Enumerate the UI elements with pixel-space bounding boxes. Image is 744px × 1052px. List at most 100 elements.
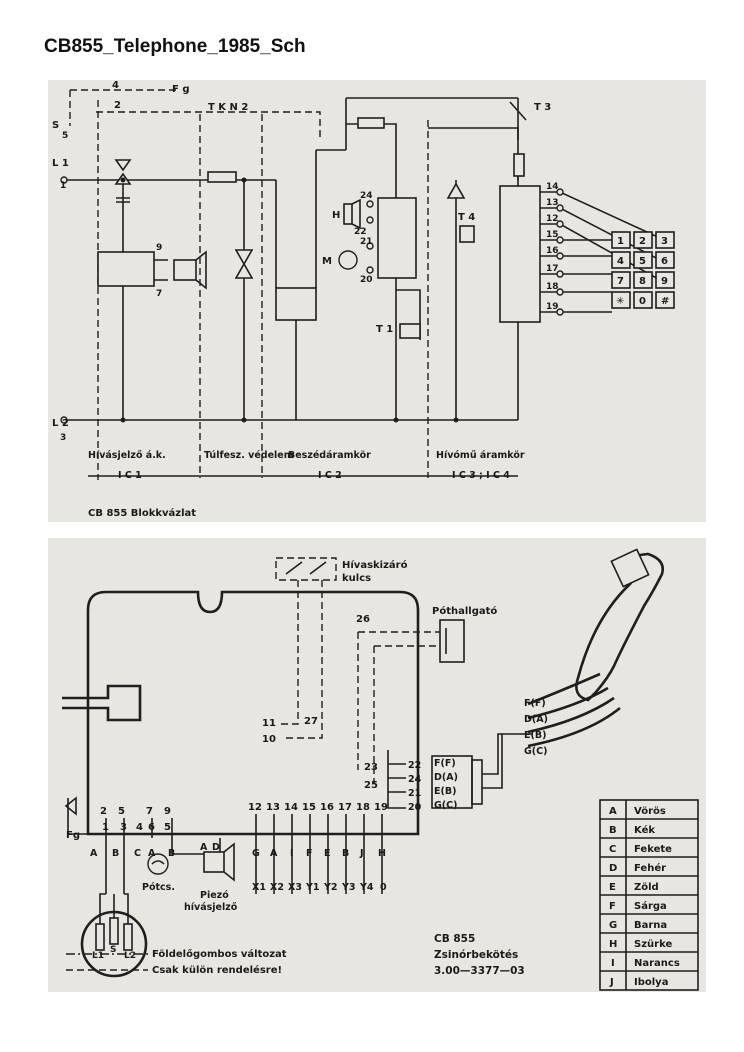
svg-text:A: A [148, 848, 156, 859]
section-tulfesz: Túlfesz. védelem [204, 450, 294, 461]
label-m: M [322, 256, 332, 267]
conn-letter-labels: F(F) D(A) E(B) G(C) [434, 758, 458, 811]
key-line-2 [286, 580, 323, 739]
svg-text:F: F [306, 848, 313, 859]
svg-text:1: 1 [102, 822, 109, 833]
svg-text:Fekete: Fekete [634, 844, 672, 855]
svg-text:Vörös: Vörös [634, 806, 666, 817]
svg-text:12: 12 [546, 214, 559, 224]
svg-text:X1: X1 [252, 882, 266, 893]
term-l1: L 1 [52, 158, 69, 169]
svg-text:X3: X3 [288, 882, 302, 893]
zener [446, 182, 466, 199]
plug-label-s: S [110, 945, 116, 955]
section-ic2-name: Beszédáramkör [288, 450, 371, 461]
svg-text:C: C [134, 848, 141, 859]
label-t4: T 4 [458, 212, 475, 223]
term-s: S [52, 120, 59, 131]
svg-text:G: G [252, 848, 260, 859]
svg-text:21: 21 [408, 788, 421, 799]
svg-text:22: 22 [408, 760, 421, 771]
page-title: CB855_Telephone_1985_Sch [44, 36, 306, 57]
label-10: 10 [262, 734, 276, 745]
svg-text:Szürke: Szürke [634, 939, 672, 950]
svg-text:F: F [609, 901, 616, 912]
keypad-pin-labels: 14 13 12 15 16 17 18 19 [546, 182, 559, 312]
svg-text:16: 16 [546, 246, 559, 256]
plug-label-l1: L1 [92, 951, 104, 961]
ic2-box [377, 197, 417, 279]
svg-text:F(F): F(F) [524, 698, 546, 709]
svg-text:4: 4 [617, 256, 624, 267]
svg-text:F(F): F(F) [434, 758, 456, 769]
ic2-pin-rings [366, 200, 374, 274]
svg-text:D: D [212, 842, 220, 853]
svg-text:E(B): E(B) [434, 786, 456, 797]
pin-7: 7 [156, 289, 162, 299]
svg-text:7: 7 [617, 276, 624, 287]
cradle [62, 684, 142, 722]
t3-symbol [509, 98, 527, 140]
svg-text:2: 2 [639, 236, 646, 247]
plug-l1 [95, 923, 105, 951]
svg-text:E: E [609, 882, 616, 893]
legend-text-2: Csak külön rendelésre! [152, 964, 282, 976]
pot-line-2 [373, 645, 440, 784]
svg-text:15: 15 [302, 802, 316, 813]
svg-text:Narancs: Narancs [634, 958, 680, 969]
section-ic34-name: Hívómű áramkör [436, 450, 525, 461]
svg-text:Barna: Barna [634, 920, 667, 931]
handset-h [343, 203, 353, 225]
section-ic34: I C 3 ; I C 4 [452, 470, 510, 481]
svg-text:J: J [609, 977, 614, 988]
svg-text:20: 20 [408, 802, 422, 813]
svg-text:14: 14 [284, 802, 298, 813]
pin-21: 21 [360, 237, 373, 247]
svg-text:5: 5 [118, 806, 125, 817]
t4 [459, 225, 475, 243]
letters-left: A B C A B [90, 848, 175, 859]
svg-text:13: 13 [266, 802, 280, 813]
hivaskizaro-switch [285, 561, 327, 575]
svg-text:15: 15 [546, 230, 559, 240]
svg-text:D(A): D(A) [434, 772, 458, 783]
piezo-box [173, 259, 197, 281]
hivaskizaro-label: Hívaskizáró [342, 559, 408, 571]
svg-text:✳: ✳ [616, 296, 624, 307]
key-line-1 [278, 580, 299, 725]
svg-text:D(A): D(A) [524, 714, 548, 725]
svg-text:0: 0 [380, 882, 387, 893]
svg-text:A: A [200, 842, 208, 853]
bridge-rectifier [275, 287, 317, 321]
piezo-speaker [223, 842, 235, 882]
piezo-label: Piezó [200, 890, 229, 901]
terminal-l2 [60, 416, 68, 424]
svg-text:H: H [378, 848, 386, 859]
diode-1 [114, 159, 132, 172]
svg-text:#: # [661, 296, 669, 307]
svg-text:19: 19 [546, 302, 559, 312]
tkn2-diode-a [234, 249, 254, 266]
label-t1: T 1 [376, 324, 393, 335]
svg-text:C: C [609, 844, 616, 855]
label-11: 11 [262, 718, 276, 729]
label-25: 25 [364, 780, 378, 791]
bottom-pin-posts [105, 814, 383, 894]
potcs-wire [171, 838, 221, 855]
svg-text:Y4: Y4 [359, 882, 374, 893]
pothallgato-body [439, 619, 465, 663]
model-label: CB 855 [434, 933, 475, 945]
bottom-pin-labels: 2 5 7 9 12 13 14 15 16 17 18 19 [100, 802, 388, 817]
svg-text:14: 14 [546, 182, 559, 192]
inner-pin-labels: 1 3 4 6 5 [102, 822, 171, 833]
term-s5: 5 [62, 131, 68, 141]
conn-pin-labels: 22 24 21 20 [408, 760, 422, 813]
svg-text:Zöld: Zöld [634, 882, 659, 893]
ic1-leads [154, 259, 168, 281]
svg-text:6: 6 [661, 256, 668, 267]
svg-text:16: 16 [320, 802, 334, 813]
t3-wire [428, 127, 519, 180]
legend-text-1: Földelőgombos változat [152, 948, 287, 960]
housing-outline [86, 590, 420, 836]
